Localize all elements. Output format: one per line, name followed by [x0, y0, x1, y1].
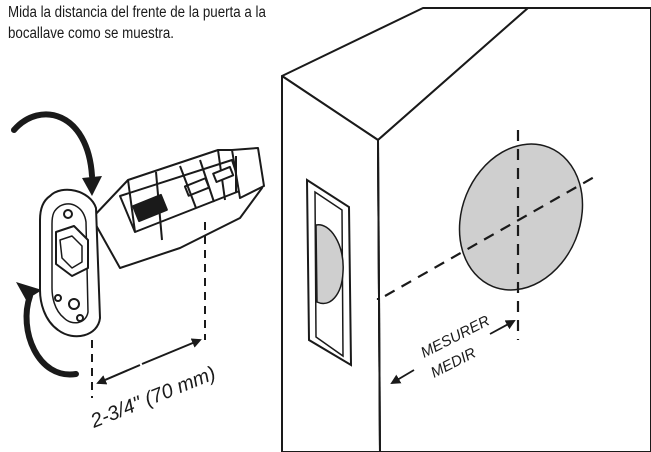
- latch-slot-2: [212, 165, 235, 184]
- rotate-arrow-top-head: [82, 176, 102, 196]
- rotate-arrow-top: [11, 111, 95, 179]
- dimension-arrow-right: [141, 338, 202, 365]
- faceplate-hole-bottom: [68, 298, 80, 310]
- instruction-line-2: bocallave como se muestra.: [8, 25, 174, 42]
- center-lines: [376, 130, 597, 340]
- dimension-arrow-left: [96, 364, 141, 385]
- latch-assembly: [39, 147, 265, 338]
- measure-arrow-right: [489, 320, 516, 335]
- latch-tail: [231, 147, 265, 199]
- bore-hole: [458, 143, 584, 291]
- backset-line: [384, 175, 597, 297]
- rotate-arrow-bottom: [23, 293, 79, 378]
- edge-latch-hole: [315, 224, 344, 305]
- edge-mortise: [305, 178, 353, 367]
- faceplate-hole-top: [63, 209, 73, 219]
- measure-arrow-left: [390, 369, 415, 385]
- measurement-label: 2-3/4" (70 mm): [87, 363, 219, 433]
- dimension-lines: [91, 222, 206, 398]
- rotate-arrow-bottom-head: [16, 282, 42, 300]
- rotation-arrows: [11, 111, 102, 378]
- instruction-line-1: Mida la distancia del frente de la puert…: [8, 4, 266, 21]
- instruction-text: Mida la distancia del frente de la puert…: [8, 2, 318, 44]
- measure-arrows: [390, 320, 516, 385]
